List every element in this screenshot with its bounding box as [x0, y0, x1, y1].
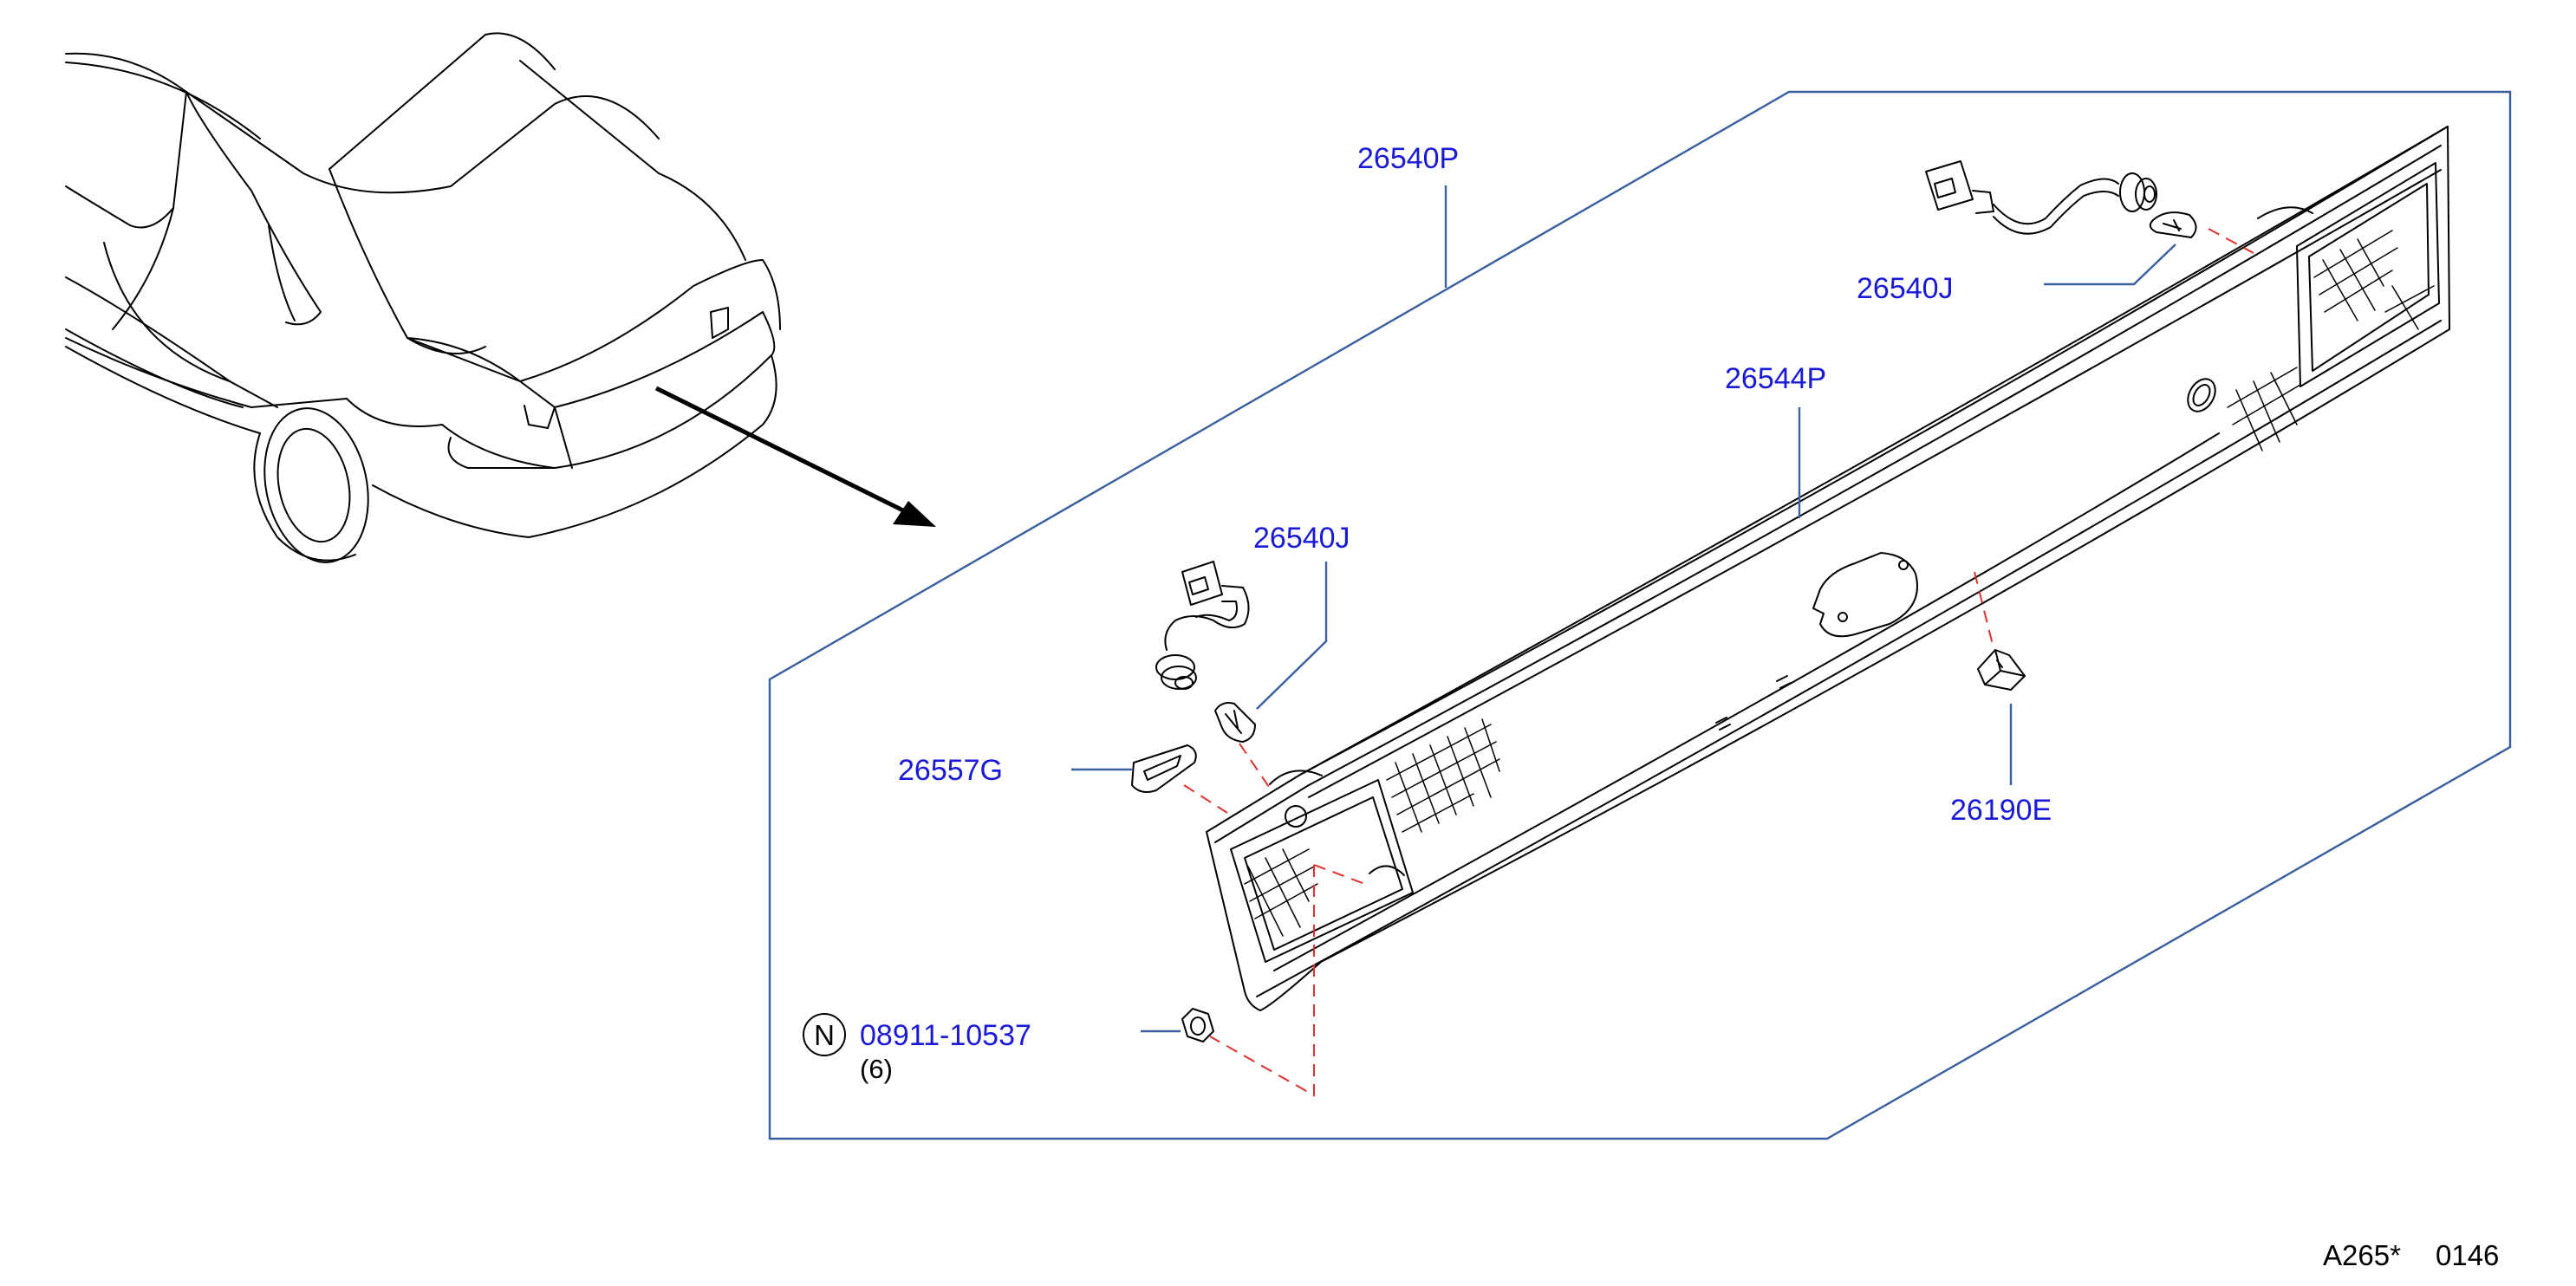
car-rear-view-icon: [65, 32, 781, 563]
footer-code: A265*: [2323, 1239, 2401, 1271]
label-26557G: 26557G: [898, 754, 1003, 787]
label-08911-10537-group: N 08911-10537 (6): [803, 1013, 1031, 1084]
grommet-icon: [1131, 744, 1197, 793]
label-26190E: 26190E: [1950, 794, 2052, 827]
bulb-icon: [2149, 211, 2197, 238]
nut-icon: [1181, 1008, 1214, 1042]
install-dashed-lines: [1183, 228, 2254, 1097]
rear-finisher-panel-icon: [1206, 126, 2450, 1011]
lamp-socket-harness-icon: [1925, 160, 2157, 235]
pointer-arrow-icon: [654, 386, 936, 527]
label-26540J-left: 26540J: [1253, 522, 1350, 555]
lamp-socket-harness-icon: [1155, 561, 1250, 690]
hatch-left: [1244, 718, 1500, 937]
label-26544P: 26544P: [1725, 362, 1826, 395]
label-26540P: 26540P: [1357, 142, 1459, 175]
clip-icon: [1977, 649, 2026, 691]
n-symbol-text: N: [814, 1019, 835, 1051]
leader-lines: [1071, 185, 2176, 1033]
n-symbol-circle: [803, 1013, 846, 1056]
footer-sheet: 0146: [2436, 1239, 2499, 1271]
label-26540J-top: 26540J: [1857, 272, 1954, 305]
label-08911-10537: 08911-10537: [860, 1019, 1031, 1052]
assembly-frame: [768, 90, 2512, 1140]
label-08911-qty: (6): [860, 1054, 893, 1084]
hatch-right: [2227, 230, 2435, 451]
bulb-icon: [1214, 702, 1256, 743]
